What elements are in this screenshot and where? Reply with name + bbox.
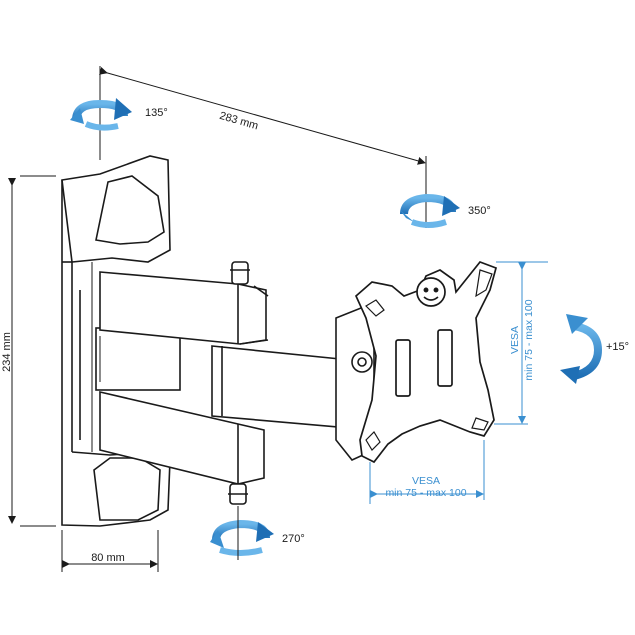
head-pivot-angle: 350° <box>468 205 491 217</box>
tilt-arrow-icon <box>560 314 603 384</box>
wall-pivot-angle: 135° <box>145 107 168 119</box>
depth-label: 80 mm <box>91 552 125 564</box>
dimension-lines <box>8 66 427 572</box>
lower-arm <box>99 390 265 505</box>
rotation-arrow-bottom-icon <box>210 519 274 556</box>
vesa-plate <box>354 260 498 464</box>
bottom-pivot-angle: 270° <box>282 533 305 545</box>
vesa-vertical-range: min 75 - max 100 <box>523 299 535 380</box>
wall-plate <box>61 155 181 527</box>
rotation-arrow-wall-icon <box>70 98 132 131</box>
vesa-horizontal-range: min 75 - max 100 <box>385 487 466 499</box>
tilt-angle: +15° <box>606 341 629 353</box>
arm-length-label: 283 mm <box>218 110 260 132</box>
vesa-dimension-lines <box>369 261 548 504</box>
vesa-horizontal-title: VESA <box>412 475 440 487</box>
height-label: 234 mm <box>1 332 13 372</box>
rotation-arrow-head-icon <box>400 193 460 228</box>
vesa-vertical-title: VESA <box>509 326 521 354</box>
upper-arm <box>99 261 269 345</box>
